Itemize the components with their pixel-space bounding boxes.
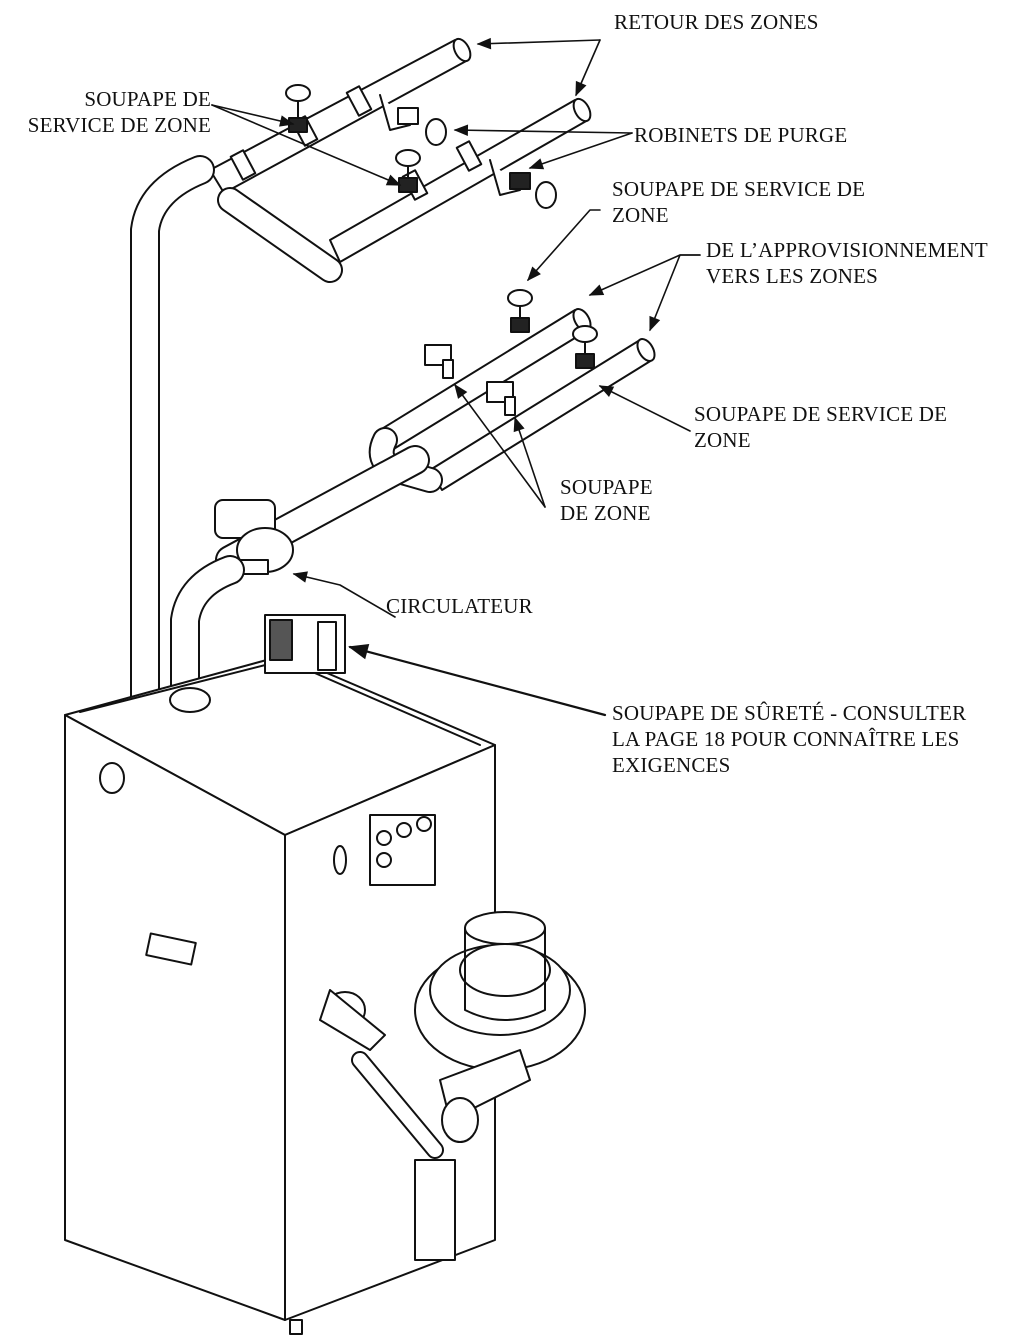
label-line: SOUPAPE DE [84, 87, 211, 111]
label-line: DE L’APPROVISIONNEMENT [706, 238, 988, 262]
label-soupape-service-zone-left: SOUPAPE DE SERVICE DE ZONE [5, 86, 211, 138]
label-line: LA PAGE 18 POUR CONNAÎTRE LES [612, 727, 960, 751]
label-line: SERVICE DE ZONE [27, 113, 211, 137]
label-soupape-zone: SOUPAPE DE ZONE [560, 474, 653, 526]
label-circulateur: CIRCULATEUR [386, 594, 533, 618]
return-manifold [130, 37, 592, 715]
label-line: SOUPAPE DE SERVICE DE [694, 402, 948, 426]
label-line: DE ZONE [560, 501, 651, 525]
label-retour-zones: RETOUR DES ZONES [614, 10, 819, 34]
label-line: VERS LES ZONES [706, 264, 878, 288]
leader-lines [211, 37, 701, 717]
label-line: SOUPAPE [560, 475, 653, 499]
label-soupape-surete: SOUPAPE DE SÛRETÉ - CONSULTER LA PAGE 18… [612, 700, 966, 778]
label-line: ZONE [694, 428, 751, 452]
label-robinets-purge: ROBINETS DE PURGE [634, 123, 848, 147]
label-line: SOUPAPE DE SÛRETÉ - CONSULTER [612, 701, 967, 725]
circulator [170, 499, 294, 720]
label-line: EXIGENCES [612, 753, 731, 777]
label-line: ZONE [612, 203, 669, 227]
label-soupape-service-zone-top: SOUPAPE DE SERVICE DE ZONE [612, 176, 865, 228]
label-approvisionnement: DE L’APPROVISIONNEMENT VERS LES ZONES [706, 237, 988, 289]
boiler-cabinet [64, 614, 586, 1335]
label-soupape-service-zone-mid: SOUPAPE DE SERVICE DE ZONE [694, 401, 947, 453]
label-line: SOUPAPE DE SERVICE DE [612, 177, 866, 201]
